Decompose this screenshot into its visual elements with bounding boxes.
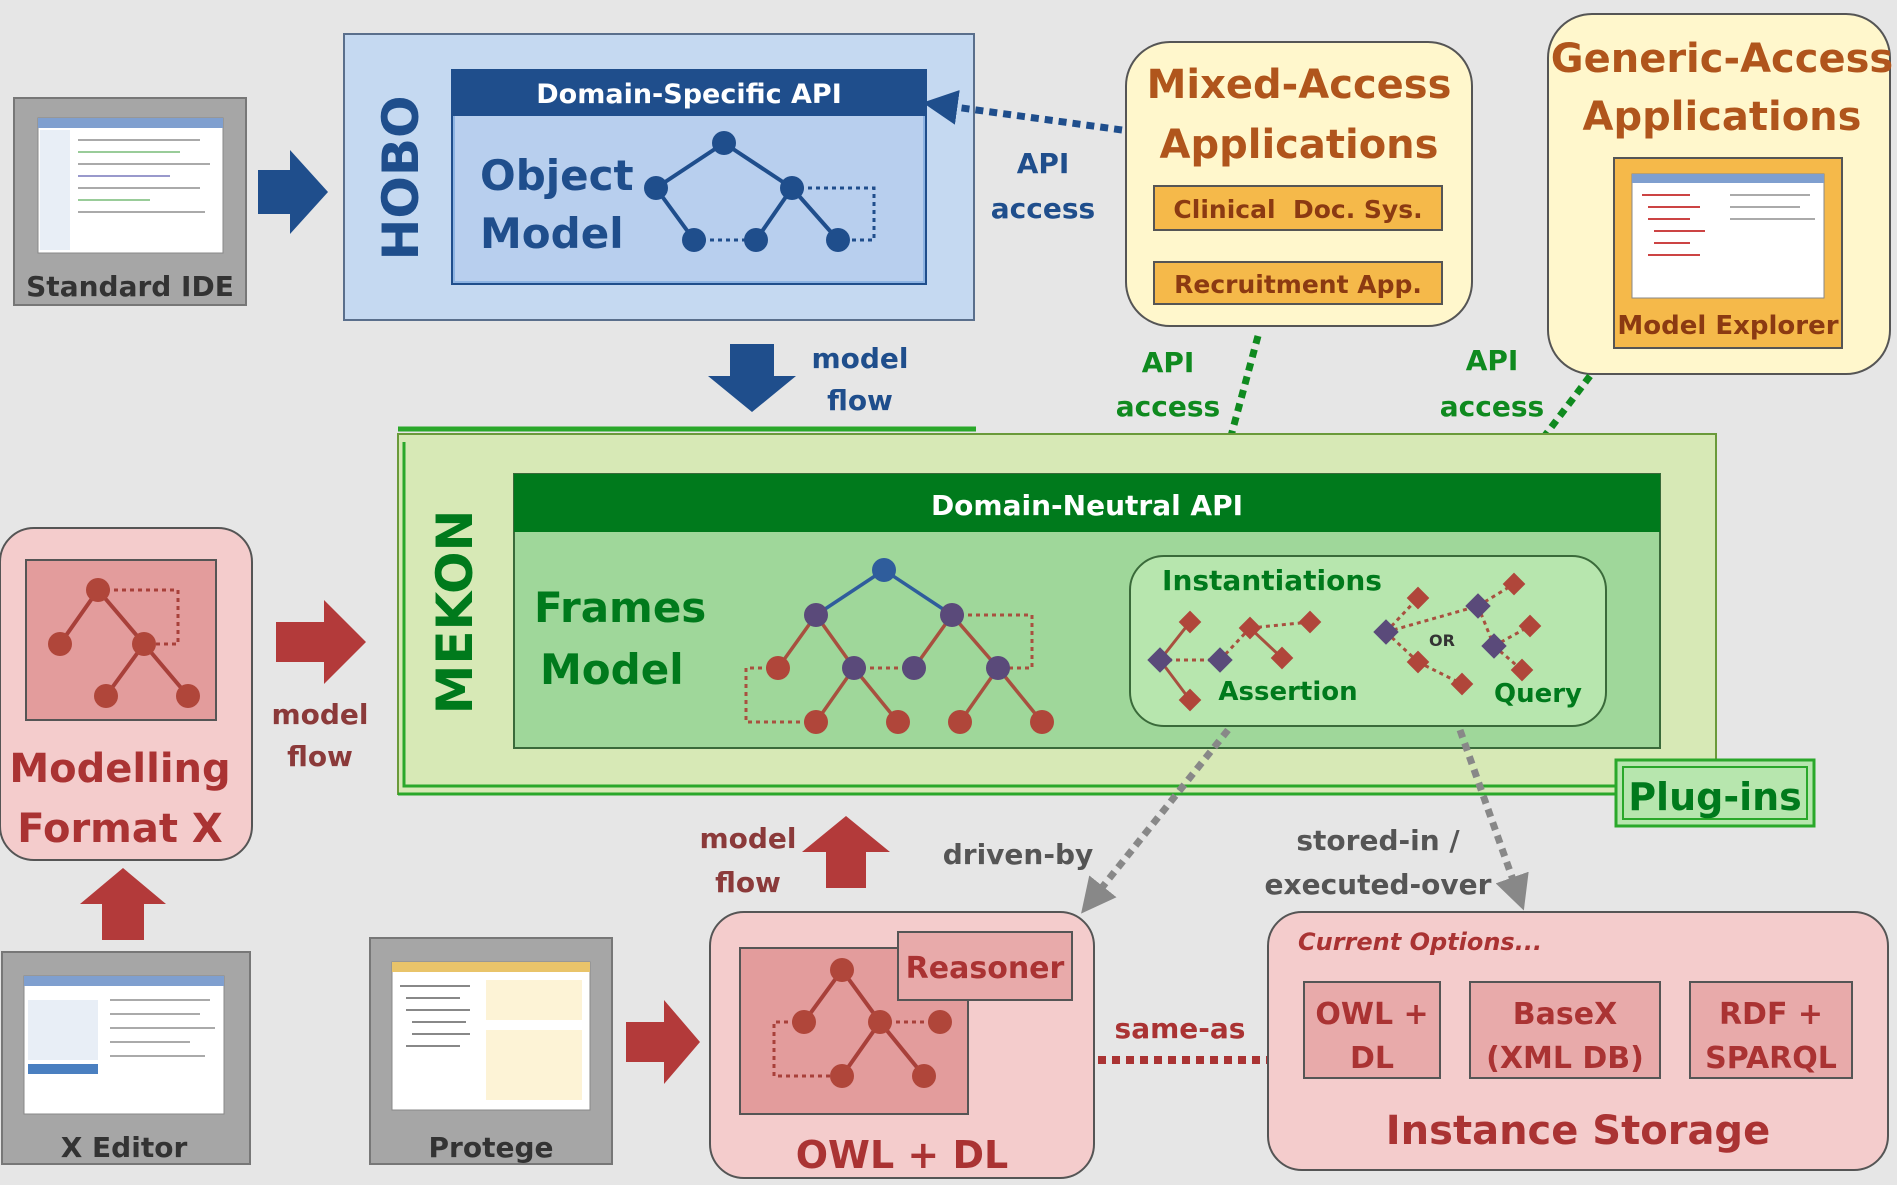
domain-specific-api-label: Domain-Specific API [536, 79, 842, 110]
standard-ide-panel: Standard IDE [13, 97, 247, 306]
protege-screenshot-icon [391, 961, 591, 1111]
recruitment-app-box [1153, 261, 1443, 305]
owl-dl-panel: Reasoner OWL + DL [709, 911, 1095, 1179]
model-flow-label-top-2: flow [827, 384, 893, 417]
frames-model-line2: Model [540, 645, 684, 694]
instance-storage-panel: Current Options... OWL + DL BaseX (XML D… [1267, 911, 1889, 1171]
owl-dl-title: OWL + DL [796, 1133, 1009, 1177]
model-flow-label-left-1: model [271, 698, 368, 731]
ide-screenshot-icon [37, 117, 224, 254]
x-editor-panel: X Editor [1, 951, 251, 1165]
model-flow-label-left-2: flow [287, 740, 353, 773]
reasoner-label: Reasoner [906, 951, 1065, 986]
storage-option-rdf-line1: RDF + [1719, 997, 1823, 1032]
xeditor-to-format-arrow [80, 868, 166, 940]
or-label: OR [1429, 631, 1455, 650]
plugins-box [1614, 758, 1816, 828]
object-model-line2: Model [480, 209, 624, 258]
owl-to-mekon-arrow [802, 816, 890, 888]
plugins-label: Plug-ins [1628, 775, 1802, 819]
storage-option-owl-dl: OWL + DL [1303, 981, 1441, 1079]
mekon-panel: MEKON Domain-Neutral API Frames Model [397, 426, 1816, 828]
stored-in-label-2: executed-over [1265, 868, 1492, 901]
instantiations-label: Instantiations [1162, 564, 1382, 597]
model-explorer-screenshot-icon [1631, 173, 1825, 299]
protege-to-owl-arrow [626, 1000, 700, 1084]
driven-by-label: driven-by [943, 838, 1094, 871]
domain-neutral-api-label: Domain-Neutral API [931, 489, 1243, 522]
hobo-to-mekon-arrow [708, 344, 796, 412]
modelling-format-panel: Modelling Format X [0, 527, 253, 861]
api-access-label-right-2: access [1440, 390, 1544, 423]
storage-option-rdf-sparql: RDF + SPARQL [1689, 981, 1853, 1079]
storage-option-basex: BaseX (XML DB) [1469, 981, 1661, 1079]
generic-access-panel: Generic-Access Applications Model Explor… [1547, 13, 1893, 375]
protege-panel: Protege [369, 937, 613, 1165]
mixed-access-title-1: Mixed-Access [1147, 62, 1452, 108]
mixed-to-hobo-arrow [922, 90, 1123, 134]
api-access-label-right-1: API [1466, 344, 1519, 377]
modelling-format-tree [48, 578, 200, 708]
storage-option-owl-dl-line1: OWL + [1315, 997, 1428, 1032]
hobo-panel: HOBO Domain-Specific API Object Model [343, 33, 975, 321]
protege-label: Protege [429, 1131, 554, 1164]
clinical-doc-sys-label: Clinical Doc. Sys. [1173, 195, 1422, 224]
mekon-title: MEKON [426, 510, 484, 715]
modelling-format-title-1: Modelling [9, 746, 230, 792]
x-editor-label: X Editor [61, 1131, 188, 1164]
modelling-format-title-2: Format X [17, 806, 223, 852]
format-to-mekon-arrow [276, 600, 366, 684]
generic-access-title-1: Generic-Access [1551, 36, 1893, 82]
stored-in-label-1: stored-in / [1296, 824, 1460, 857]
api-access-label-top-2: access [991, 192, 1095, 225]
owl-model-tree [772, 958, 952, 1088]
standard-ide-label: Standard IDE [26, 270, 234, 303]
model-flow-label-top-1: model [811, 342, 908, 375]
reasoner-box [897, 931, 1073, 1001]
recruitment-app-label: Recruitment App. [1174, 270, 1422, 299]
clinical-doc-sys-box [1153, 185, 1443, 231]
object-model-line1: Object [480, 151, 634, 200]
storage-option-owl-dl-line2: DL [1350, 1041, 1394, 1076]
api-access-label-mid-2: access [1116, 390, 1220, 423]
generic-to-mekon-arrow [1511, 373, 1593, 480]
api-access-label-top-1: API [1017, 147, 1070, 180]
instantiations-box [1129, 555, 1607, 727]
stored-in-arrow [1456, 728, 1529, 911]
hobo-title: HOBO [372, 96, 430, 261]
x-editor-screenshot-icon [23, 975, 225, 1115]
ide-to-hobo-arrow [258, 150, 328, 234]
object-model-tree [644, 131, 876, 252]
mixed-access-panel: Mixed-Access Applications Clinical Doc. … [1125, 41, 1473, 327]
storage-option-basex-line2: (XML DB) [1486, 1041, 1644, 1076]
current-options-label: Current Options... [1298, 928, 1542, 956]
model-flow-label-bottom-2: flow [715, 866, 781, 899]
same-as-label: same-as [1115, 1012, 1246, 1045]
mixed-to-mekon-arrow [1211, 335, 1262, 479]
storage-option-rdf-line2: SPARQL [1705, 1041, 1837, 1076]
assertion-label: Assertion [1218, 677, 1357, 707]
api-access-label-mid-1: API [1142, 346, 1195, 379]
generic-access-title-2: Applications [1583, 94, 1862, 140]
mixed-access-title-2: Applications [1160, 122, 1439, 168]
instance-storage-title: Instance Storage [1386, 1108, 1770, 1154]
frames-model-tree [744, 558, 1054, 734]
storage-option-basex-line1: BaseX [1513, 997, 1617, 1032]
model-flow-label-bottom-1: model [699, 822, 796, 855]
query-graph [1373, 572, 1542, 696]
model-explorer-label: Model Explorer [1617, 311, 1838, 341]
frames-model-line1: Frames [534, 583, 706, 632]
query-label: Query [1494, 679, 1582, 709]
